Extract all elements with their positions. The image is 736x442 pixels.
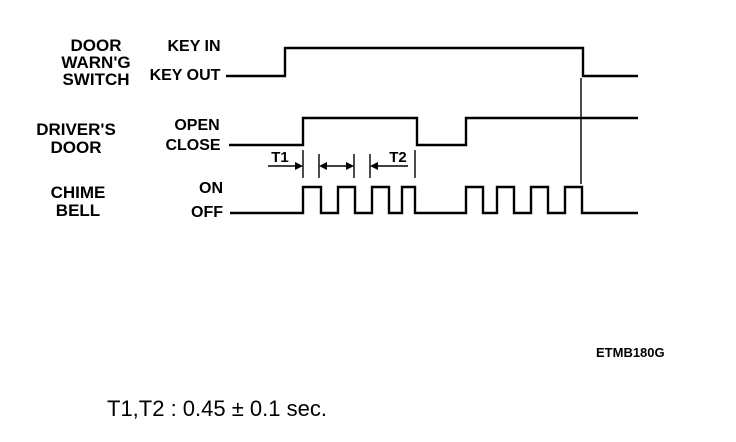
timing-markers: T1 T2	[268, 149, 416, 178]
signal-name-line: DOOR	[71, 36, 122, 55]
waveform-drivers-door	[229, 116, 638, 147]
spacing-arrowhead-right	[346, 162, 354, 170]
state-label-low: OFF	[191, 204, 223, 221]
t1-arrowhead	[295, 162, 303, 170]
state-label-high: OPEN	[174, 117, 219, 134]
signal-name-line: DRIVER'S	[36, 120, 116, 139]
signal-name-line: DOOR	[51, 138, 102, 157]
signal-name-line: CHIME	[51, 183, 106, 202]
t1-label: T1	[271, 149, 289, 166]
timing-note: T1,T2 : 0.45 ± 0.1 sec.	[107, 396, 327, 421]
t2-label: T2	[389, 149, 407, 166]
spacing-arrowhead-left	[319, 162, 327, 170]
state-label-low: CLOSE	[165, 137, 220, 154]
state-label-high: ON	[199, 180, 223, 197]
state-label-low: KEY OUT	[150, 67, 221, 84]
t2-arrowhead	[370, 162, 378, 170]
state-label-high: KEY IN	[167, 38, 220, 55]
signal-drivers-door: DRIVER'S DOOR OPEN CLOSE	[36, 116, 638, 157]
signal-name-line: SWITCH	[62, 70, 129, 89]
waveform-door-warning-switch	[226, 46, 638, 78]
waveform-chime-bell	[230, 185, 638, 215]
signal-name-line: WARN'G	[61, 53, 130, 72]
signal-name-line: BELL	[56, 201, 100, 220]
signal-chime-bell: CHIME BELL ON OFF	[51, 180, 638, 221]
signal-door-warning-switch: DOOR WARN'G SWITCH KEY IN KEY OUT	[61, 36, 638, 89]
figure-code: ETMB180G	[596, 345, 665, 360]
